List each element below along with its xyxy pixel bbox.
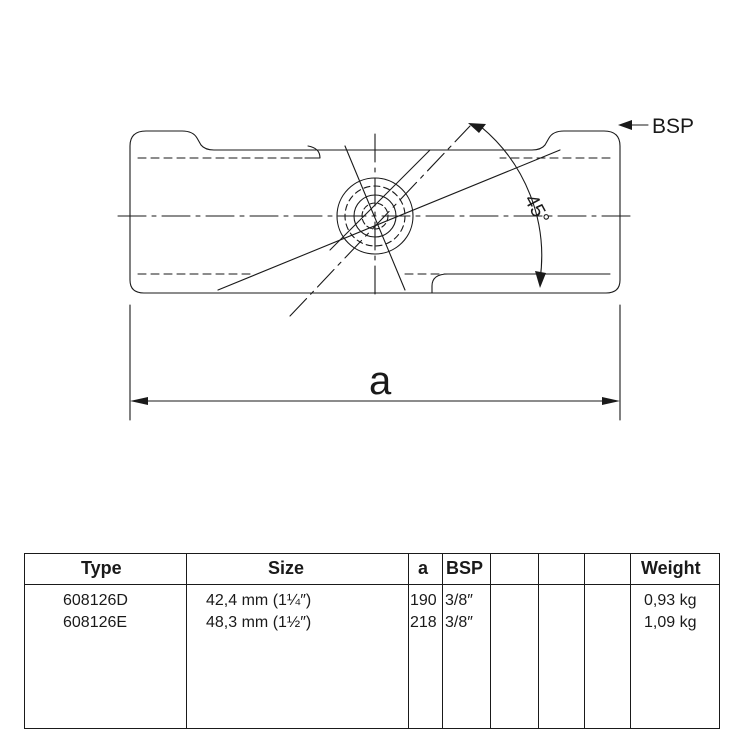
column-divider <box>538 554 539 728</box>
column-divider <box>490 554 491 728</box>
header-weight: Weight <box>641 558 701 578</box>
cell-size: 42,4 mm (1¼″) <box>206 592 312 609</box>
column-divider <box>584 554 585 728</box>
header-rule <box>25 584 719 585</box>
cell-weight: 1,09 kg <box>644 614 697 631</box>
dimension-arrow-right <box>602 397 620 405</box>
centre-lines <box>117 133 633 301</box>
cell-type: 608126E <box>63 614 128 631</box>
column-divider <box>630 554 631 728</box>
column-divider <box>442 554 443 728</box>
header-size: Size <box>268 558 305 578</box>
header-bsp: BSP <box>446 558 484 578</box>
cell-a: 218 <box>410 614 437 631</box>
fitting-outline <box>129 130 621 294</box>
internal-bore-lines <box>137 145 611 294</box>
cell-weight: 0,93 kg <box>644 592 697 609</box>
technical-drawing: BSP 45° a <box>117 115 694 421</box>
header-type: Type <box>81 558 122 578</box>
angle-arc <box>479 125 543 281</box>
dimension-a <box>129 304 621 421</box>
cell-bsp: 3/8″ <box>445 592 473 609</box>
angle-label: 45° <box>520 191 554 228</box>
cell-size: 48,3 mm (1½″) <box>206 614 312 631</box>
cell-type: 608126D <box>63 592 128 609</box>
angle-arrow-bottom <box>535 271 546 288</box>
cell-bsp: 3/8″ <box>445 614 473 631</box>
angle-arrow-top <box>468 123 486 133</box>
bsp-label: BSP <box>652 115 694 138</box>
bsp-tapped-hole <box>336 177 414 255</box>
column-divider <box>186 554 187 728</box>
dimension-a-label: a <box>369 359 392 403</box>
bsp-arrow <box>618 120 632 130</box>
cell-a: 190 <box>410 592 437 609</box>
dimension-arrow-left <box>130 397 148 405</box>
spec-table: Type Size a BSP Weight 608126D 42,4 mm (… <box>24 553 720 729</box>
column-divider <box>408 554 409 728</box>
header-a: a <box>418 558 429 578</box>
rotated-fitting-lines <box>217 125 561 317</box>
